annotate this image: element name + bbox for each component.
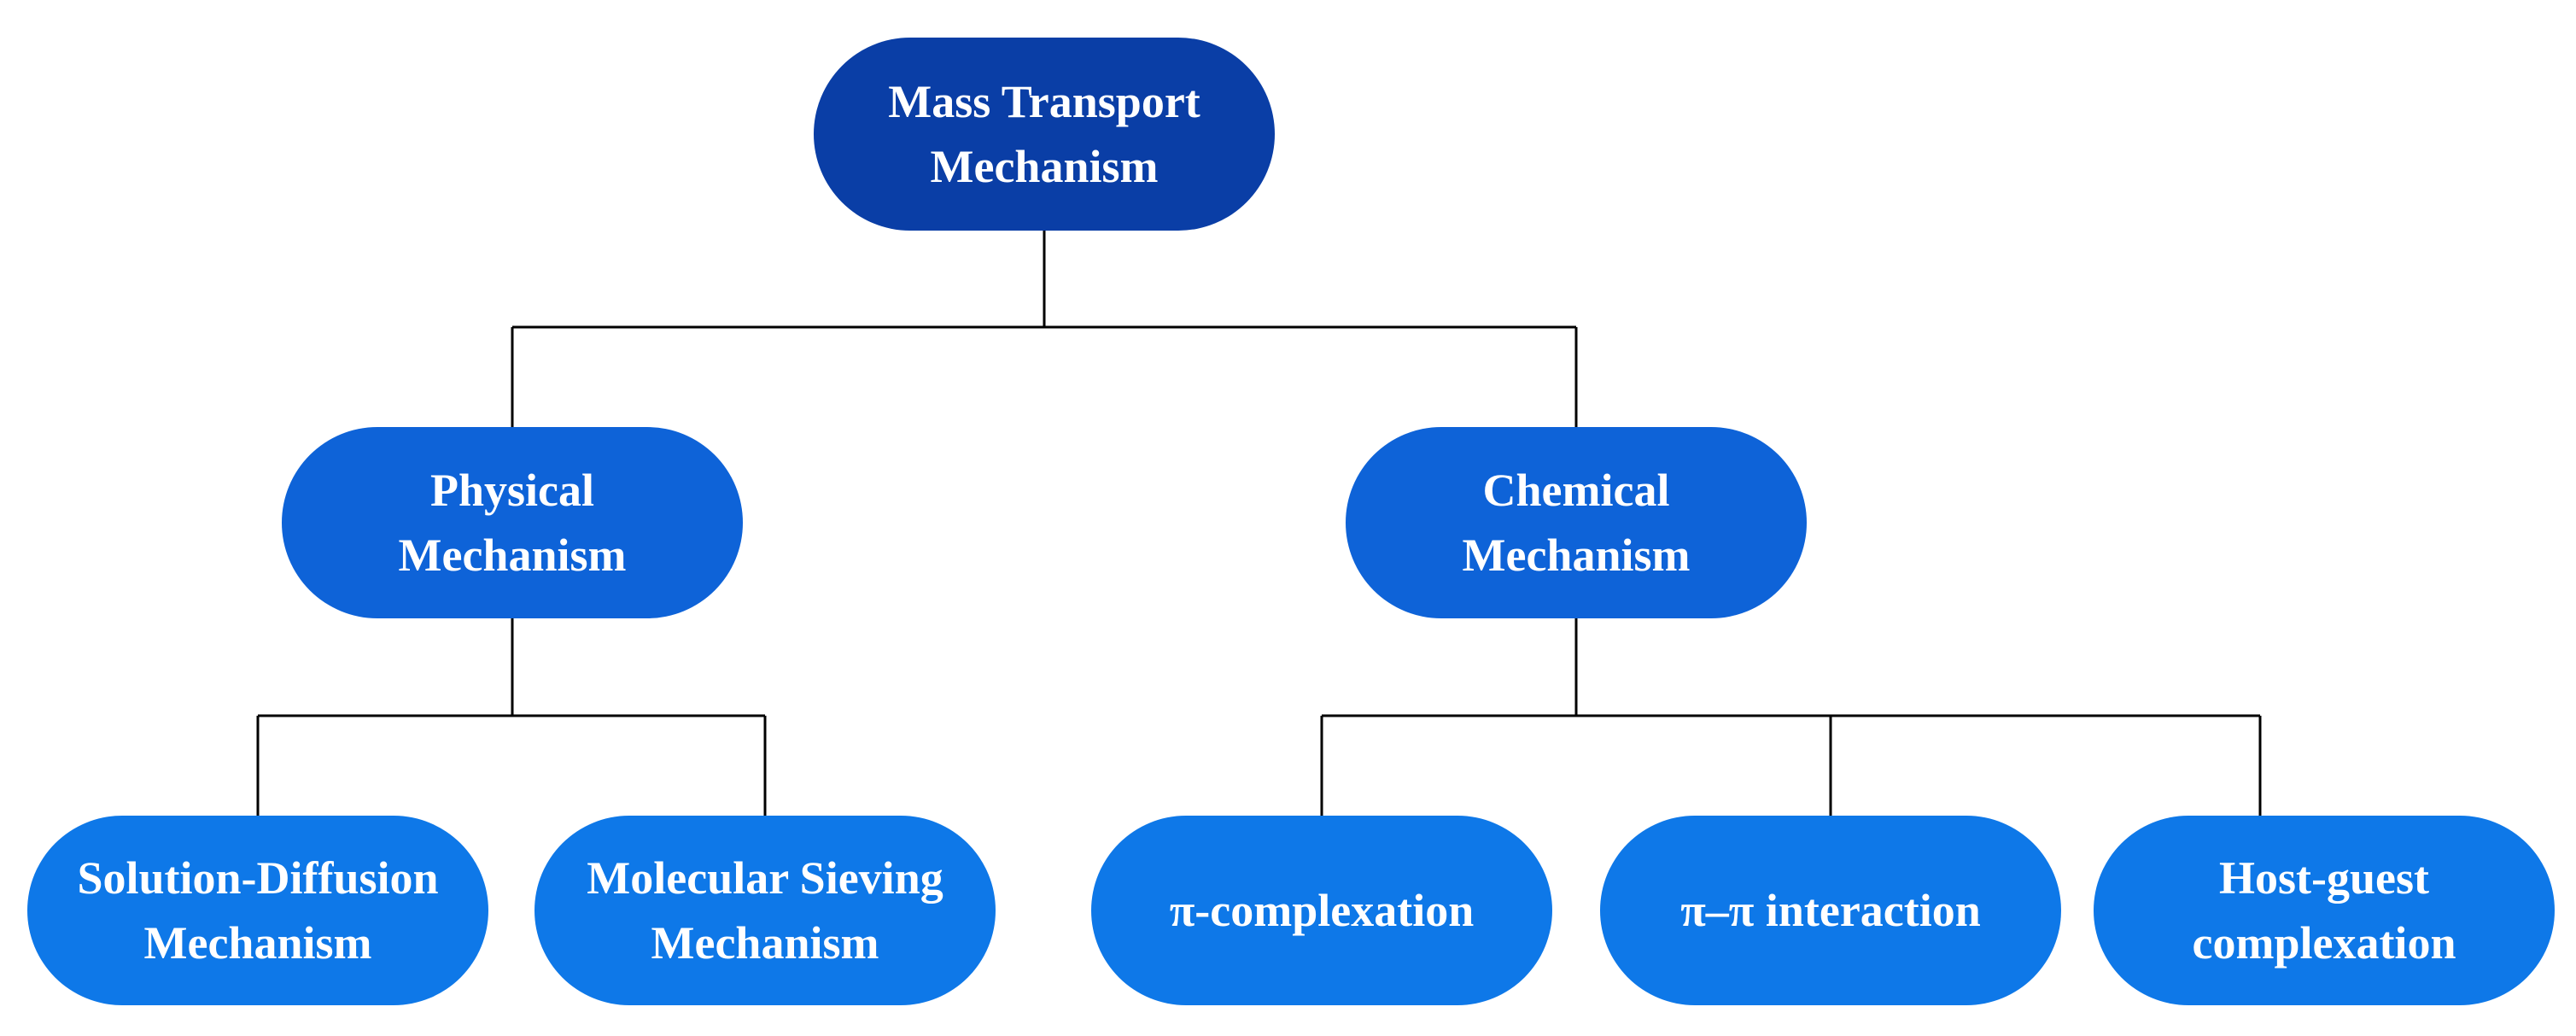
leaf-node-pi-pi-interaction: π–π interaction <box>1600 816 2061 1005</box>
category-chemical-line1: Chemical <box>1482 465 1670 516</box>
leaf-solution-diffusion-line2: Mechanism <box>143 917 372 969</box>
category-chemical-line2: Mechanism <box>1462 530 1691 581</box>
leaf-node-solution-diffusion: Solution-Diffusion Mechanism <box>27 816 488 1005</box>
leaf-host-guest-line2: complexation <box>2192 917 2456 969</box>
root-node-mass-transport: Mass Transport Mechanism <box>814 38 1275 231</box>
category-physical-line1: Physical <box>429 465 594 516</box>
category-node-chemical: Chemical Mechanism <box>1346 427 1807 618</box>
category-node-physical: Physical Mechanism <box>282 427 743 618</box>
root-node-line2: Mechanism <box>930 141 1159 192</box>
leaf-node-host-guest-complexation: Host-guest complexation <box>2094 816 2555 1005</box>
leaf-node-molecular-sieving: Molecular Sieving Mechanism <box>534 816 996 1005</box>
leaf-host-guest-line1: Host-guest <box>2219 852 2429 904</box>
leaf-solution-diffusion-line1: Solution-Diffusion <box>77 852 439 904</box>
category-physical-line2: Mechanism <box>398 530 627 581</box>
leaf-pi-pi-interaction-line1: π–π interaction <box>1680 885 1981 936</box>
leaf-molecular-sieving-line1: Molecular Sieving <box>587 852 943 904</box>
leaf-pi-complexation-line1: π-complexation <box>1169 885 1475 936</box>
leaf-node-pi-complexation: π-complexation <box>1091 816 1552 1005</box>
root-node-line1: Mass Transport <box>888 76 1200 127</box>
leaf-molecular-sieving-line2: Mechanism <box>651 917 879 969</box>
